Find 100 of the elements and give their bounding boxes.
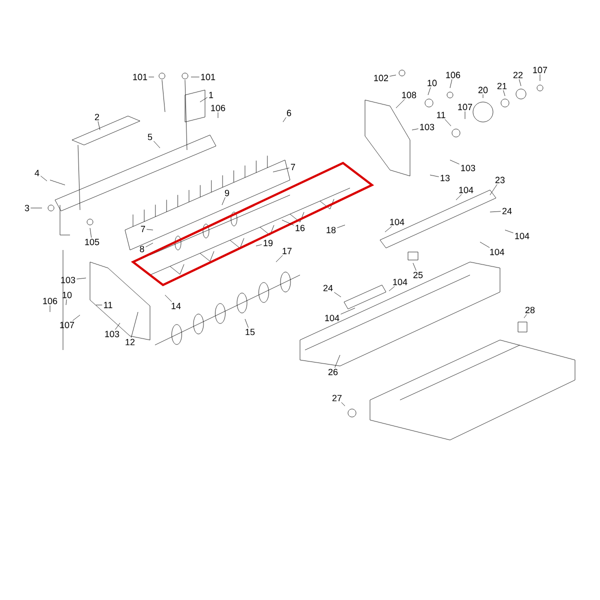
leader-line <box>146 242 154 248</box>
callout-number: 16 <box>296 224 305 232</box>
callout-number: 101 <box>133 74 148 80</box>
callout-number: 2 <box>94 114 100 120</box>
leader-line <box>164 294 172 302</box>
callout-number: 3 <box>24 204 30 212</box>
leader-line <box>66 299 67 306</box>
leader-line <box>412 128 418 130</box>
callout-number: 108 <box>402 92 416 98</box>
callout-number: 23 <box>495 176 505 184</box>
leader-line <box>490 211 501 212</box>
callout-number: 103 <box>420 124 434 130</box>
callout-number: 13 <box>440 174 450 182</box>
callout-number: 104 <box>390 218 404 226</box>
callout-number: 17 <box>282 248 292 254</box>
leader-line <box>396 99 405 108</box>
leader-line <box>450 79 452 88</box>
leader-line <box>244 318 249 328</box>
leader-line <box>90 228 92 238</box>
leader-line <box>282 220 294 226</box>
callout-number: 1 <box>209 92 214 98</box>
callout-number: 24 <box>502 208 512 214</box>
callout-number: 103 <box>61 276 76 284</box>
callout-number: 7 <box>290 164 296 170</box>
callout-number: 104 <box>490 248 504 256</box>
callout-number: 7 <box>140 226 146 232</box>
leader-line <box>503 90 506 96</box>
leader-line <box>388 286 395 292</box>
leader-line <box>130 312 138 338</box>
leader-line <box>524 314 527 318</box>
callout-number: 106 <box>446 72 460 78</box>
callout-number: 18 <box>326 226 336 234</box>
leader-line <box>390 74 396 76</box>
leader-line <box>482 94 484 98</box>
leader-line <box>98 121 100 130</box>
leader-line <box>72 314 80 321</box>
leader-line <box>276 255 283 262</box>
leader-line <box>40 176 48 182</box>
callout-number: 106 <box>211 104 226 112</box>
callout-number: 19 <box>264 240 273 246</box>
leader-line <box>430 174 439 177</box>
callout-number: 15 <box>246 328 255 336</box>
callout-number: 12 <box>126 338 135 346</box>
leader-line <box>282 117 286 122</box>
callout-number: 11 <box>437 112 446 118</box>
callout-number: 26 <box>328 368 338 376</box>
leader-line <box>504 230 514 234</box>
callout-number: 9 <box>224 190 230 196</box>
callout-number: 8 <box>140 246 144 252</box>
leader-line <box>256 244 262 246</box>
callout-number: 104 <box>459 186 474 194</box>
leader-line <box>115 322 120 330</box>
callout-number: 104 <box>393 278 408 286</box>
callout-number: 10 <box>428 80 437 86</box>
leader-line <box>154 140 160 148</box>
callout-number: 27 <box>332 394 342 402</box>
leader-line <box>146 229 154 230</box>
leader-line <box>480 242 490 248</box>
callout-number: 107 <box>60 322 74 328</box>
callout-number: 103 <box>105 330 120 338</box>
callout-number: 20 <box>478 86 488 94</box>
leader-line <box>444 119 452 126</box>
callout-number: 14 <box>172 302 181 310</box>
leader-line <box>456 194 462 200</box>
callout-number: 4 <box>34 170 40 176</box>
leader-line <box>341 402 346 406</box>
callout-number: 6 <box>286 110 292 116</box>
leader-line <box>337 224 346 228</box>
leader-line <box>272 168 290 172</box>
leader-line <box>412 262 416 271</box>
callout-number: 103 <box>461 164 476 172</box>
leader-line <box>222 197 226 206</box>
callout-number: 10 <box>62 292 72 298</box>
callout-number: 101 <box>201 74 216 80</box>
leader-line <box>450 160 460 164</box>
callout-number: 5 <box>148 134 152 140</box>
callout-number: 11 <box>104 302 112 308</box>
callout-number: 21 <box>497 82 507 90</box>
leader-line <box>148 76 154 78</box>
leader-line <box>519 79 522 86</box>
leader-line <box>464 111 466 120</box>
leader-line <box>334 354 340 368</box>
leader-line <box>428 87 431 96</box>
callout-number: 107 <box>533 66 548 74</box>
leader-line <box>76 278 86 280</box>
callout-number: 22 <box>513 72 523 78</box>
leader-line <box>334 292 342 298</box>
leader-line <box>340 308 356 314</box>
callout-number: 104 <box>325 314 340 322</box>
callout-number: 102 <box>374 74 388 82</box>
callout-number: 25 <box>413 272 423 278</box>
leader-line <box>96 304 102 306</box>
leader-line <box>190 76 200 78</box>
callout-number: 104 <box>515 232 530 240</box>
callout-number: 24 <box>323 284 333 292</box>
callout-number: 106 <box>43 298 58 304</box>
leader-line <box>200 97 208 102</box>
leader-line <box>490 184 498 196</box>
callout-number: 105 <box>85 238 100 246</box>
leader-line <box>384 226 392 232</box>
